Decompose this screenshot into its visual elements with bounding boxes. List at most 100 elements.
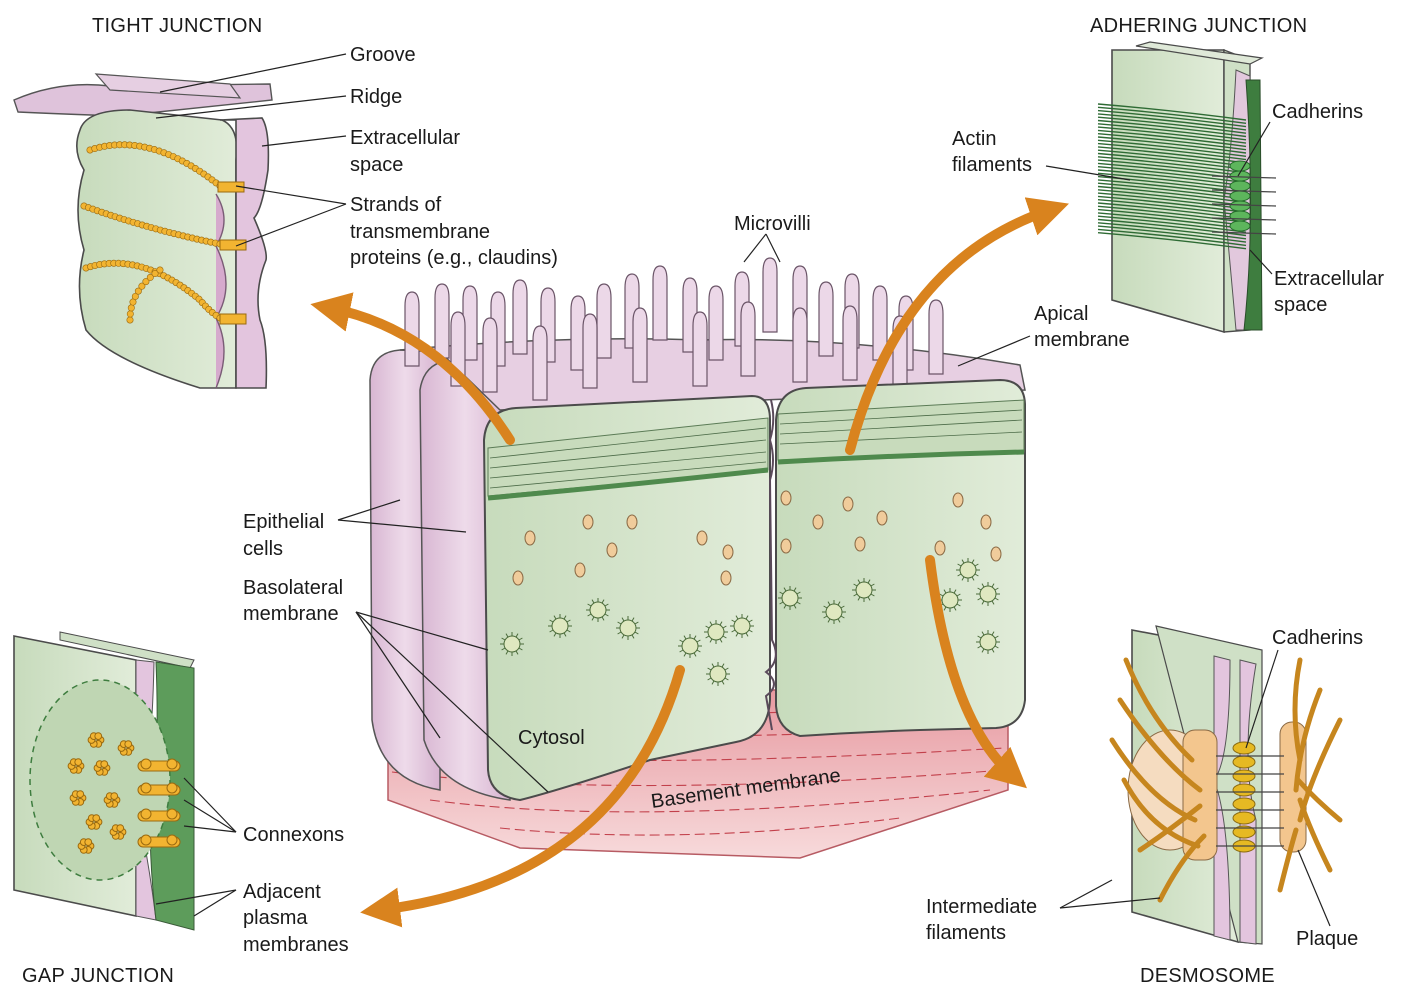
mitochondrion: [822, 600, 846, 624]
microvillus: [462, 285, 478, 361]
microvillus: [792, 307, 808, 383]
mitochondrion: [678, 634, 702, 658]
vesicle: [934, 540, 946, 556]
epithelial-cell-front-left: [482, 394, 771, 802]
label-intermediate-line2: filaments: [926, 922, 1006, 944]
label-groove: Groove: [350, 44, 416, 66]
microvillus: [818, 281, 834, 357]
label-tj-extracellular-line2: space: [350, 154, 403, 176]
vesicle: [524, 530, 536, 546]
desmosome-cadherins: [1216, 741, 1284, 853]
label-basolateral-line1: Basolateral: [243, 577, 343, 599]
lateral-junction: [764, 399, 777, 731]
vesicle: [512, 570, 524, 586]
junction-arrows: [310, 197, 1069, 928]
label-epithelial-line2: cells: [243, 538, 283, 560]
vesicle: [854, 536, 866, 552]
connexon-channels: [137, 758, 181, 848]
desmosome-illustration: [1109, 625, 1343, 945]
microvilli: [404, 257, 944, 401]
label-apical-line1: Apical: [1034, 303, 1088, 325]
mitochondrion: [976, 582, 1000, 606]
label-ridge: Ridge: [350, 86, 402, 108]
microvillus: [692, 311, 708, 387]
vesicles: [512, 490, 1002, 586]
label-adjacent-line2: plasma: [243, 907, 308, 929]
arrow-to-adhering-junction: [845, 197, 1069, 455]
adhering-junction-title: ADHERING JUNCTION: [1090, 15, 1307, 37]
label-aj-extracellular-line2: space: [1274, 294, 1327, 316]
microvillus: [434, 283, 450, 359]
label-plaque: Plaque: [1296, 928, 1358, 950]
vesicle: [722, 544, 734, 560]
microvillus: [928, 299, 944, 375]
label-aj-extracellular-line1: Extracellular: [1274, 268, 1384, 290]
mitochondrion: [730, 614, 754, 638]
microvillus: [482, 317, 498, 393]
mitochondrion: [852, 578, 876, 602]
mitochondrion: [976, 630, 1000, 654]
adhering-junction-illustration: [1097, 41, 1277, 334]
mitochondrion: [500, 632, 524, 656]
microvillus: [532, 325, 548, 401]
mitochondrion: [778, 586, 802, 610]
microvillus: [740, 301, 756, 377]
gap-junction-title: GAP JUNCTION: [22, 965, 174, 987]
terminal-web-right: [777, 399, 1025, 461]
vesicle: [952, 492, 964, 508]
actin-mesh: [489, 409, 1023, 489]
epithelial-cell-front-right: [775, 378, 1026, 738]
microvillus: [512, 279, 528, 355]
vesicle: [780, 538, 792, 554]
microvillus: [596, 283, 612, 359]
mitochondrion: [586, 598, 610, 622]
vesicle: [980, 514, 992, 530]
label-adjacent-line1: Adjacent: [243, 881, 321, 903]
epithelium-block: [369, 257, 1026, 859]
microvillus: [842, 305, 858, 381]
arrow-to-tight-junction: [310, 292, 515, 445]
label-tj-extracellular-line1: Extracellular: [350, 127, 460, 149]
microvillus: [582, 313, 598, 389]
vesicle: [876, 510, 888, 526]
mitochondrion: [704, 620, 728, 644]
label-epithelial-line1: Epithelial: [243, 511, 324, 533]
label-actin-line2: filaments: [952, 154, 1032, 176]
mitochondria: [500, 558, 1000, 686]
vesicle: [842, 496, 854, 512]
vesicle: [626, 514, 638, 530]
vesicle: [720, 570, 732, 586]
arrow-to-desmosome: [925, 555, 1027, 789]
connexon-field: [67, 732, 135, 854]
intermediate-filaments: [1109, 657, 1343, 903]
vesicle: [582, 514, 594, 530]
label-cytosol: Cytosol: [518, 727, 585, 749]
vesicle: [606, 542, 618, 558]
vesicle: [574, 562, 586, 578]
leader-lines: [155, 53, 1331, 927]
mitochondrion: [938, 588, 962, 612]
microvillus: [652, 265, 668, 341]
mitochondrion: [706, 662, 730, 686]
label-actin-line1: Actin: [952, 128, 996, 150]
label-aj-cadherins: Cadherins: [1272, 101, 1363, 123]
vesicle: [990, 546, 1002, 562]
microvillus: [632, 307, 648, 383]
tight-junction-illustration: [13, 73, 273, 389]
desmosome-title: DESMOSOME: [1140, 965, 1275, 987]
label-ds-cadherins: Cadherins: [1272, 627, 1363, 649]
label-apical-line2: membrane: [1034, 329, 1130, 351]
gap-junction-illustration: [13, 631, 195, 931]
mitochondrion: [548, 614, 572, 638]
mitochondrion: [616, 616, 640, 640]
adhering-cadherins: [1211, 160, 1277, 235]
label-connexons: Connexons: [243, 824, 344, 846]
arrow-to-gap-junction: [360, 665, 685, 928]
mitochondrion: [956, 558, 980, 582]
vesicle: [696, 530, 708, 546]
label-strands-line3: proteins (e.g., claudins): [350, 247, 558, 269]
label-adjacent-line3: membranes: [243, 934, 349, 956]
microvillus: [762, 257, 778, 333]
tight-junction-title: TIGHT JUNCTION: [92, 15, 263, 37]
